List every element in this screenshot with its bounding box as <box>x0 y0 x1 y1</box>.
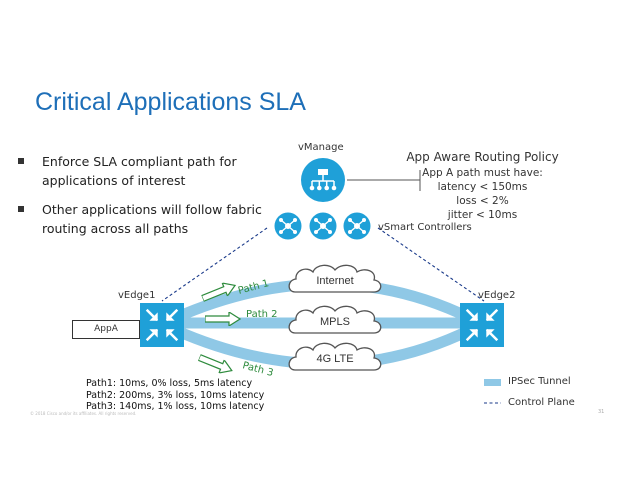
vedge2-router-icon[interactable] <box>460 303 504 347</box>
legend-tunnel-swatch <box>484 379 501 386</box>
bullet-square-icon <box>18 158 24 164</box>
policy-line: jitter < 10ms <box>447 209 518 221</box>
page-number: 31 <box>598 409 605 415</box>
legend-control-label: Control Plane <box>508 397 575 408</box>
vsmart-icon[interactable] <box>309 212 337 240</box>
appa-box[interactable]: AppA <box>72 320 140 339</box>
path-stat-line: Path2: 200ms, 3% loss, 10ms latency <box>86 389 265 401</box>
path-2-label: Path 2 <box>246 309 278 320</box>
bullet-text: Other applications will follow fabric ro… <box>42 202 262 236</box>
vsmart-icon[interactable] <box>274 212 302 240</box>
vmanage-label: vManage <box>298 142 344 153</box>
policy-line: latency < 150ms <box>437 181 528 193</box>
vedge1-router-icon[interactable] <box>140 303 184 347</box>
app-aware-routing-policy: App Aware Routing Policy App A path must… <box>395 150 570 222</box>
policy-line: App A path must have: <box>422 167 543 179</box>
bullet-item: Other applications will follow fabric ro… <box>18 200 268 238</box>
policy-heading: App Aware Routing Policy <box>406 150 559 164</box>
legend-tunnel-label: IPSec Tunnel <box>508 376 571 387</box>
path-stat-line: Path1: 10ms, 0% loss, 5ms latency <box>86 378 253 389</box>
vsmart-icon[interactable] <box>343 212 371 240</box>
control-plane-lines <box>161 227 485 302</box>
footer-copyright: © 2018 Cisco and/or its affiliates. All … <box>30 411 137 416</box>
bullet-text: Enforce SLA compliant path for applicati… <box>42 154 237 188</box>
path-stat-line: Path3: 140ms, 1% loss, 10ms latency <box>86 401 265 412</box>
cloud-label-internet: Internet <box>316 275 353 287</box>
vedge2-label: vEdge2 <box>478 290 516 301</box>
vedge1-label: vEdge1 <box>118 290 156 301</box>
policy-line: loss < 2% <box>456 195 509 207</box>
cloud-label-4g-lte: 4G LTE <box>316 353 353 365</box>
cloud-label-mpls: MPLS <box>320 316 350 328</box>
path-stats: Path1: 10ms, 0% loss, 5ms latency Path2:… <box>86 378 264 413</box>
control-line-vedge2 <box>377 227 485 302</box>
page-title: Critical Applications SLA <box>35 88 306 116</box>
vsmart-controllers-label: vSmart Controllers <box>378 222 472 233</box>
bullet-list: Enforce SLA compliant path for applicati… <box>18 152 268 248</box>
bullet-square-icon <box>18 206 24 212</box>
vmanage-icon[interactable] <box>301 158 345 202</box>
control-line-vedge1 <box>161 227 268 302</box>
bullet-item: Enforce SLA compliant path for applicati… <box>18 152 268 190</box>
